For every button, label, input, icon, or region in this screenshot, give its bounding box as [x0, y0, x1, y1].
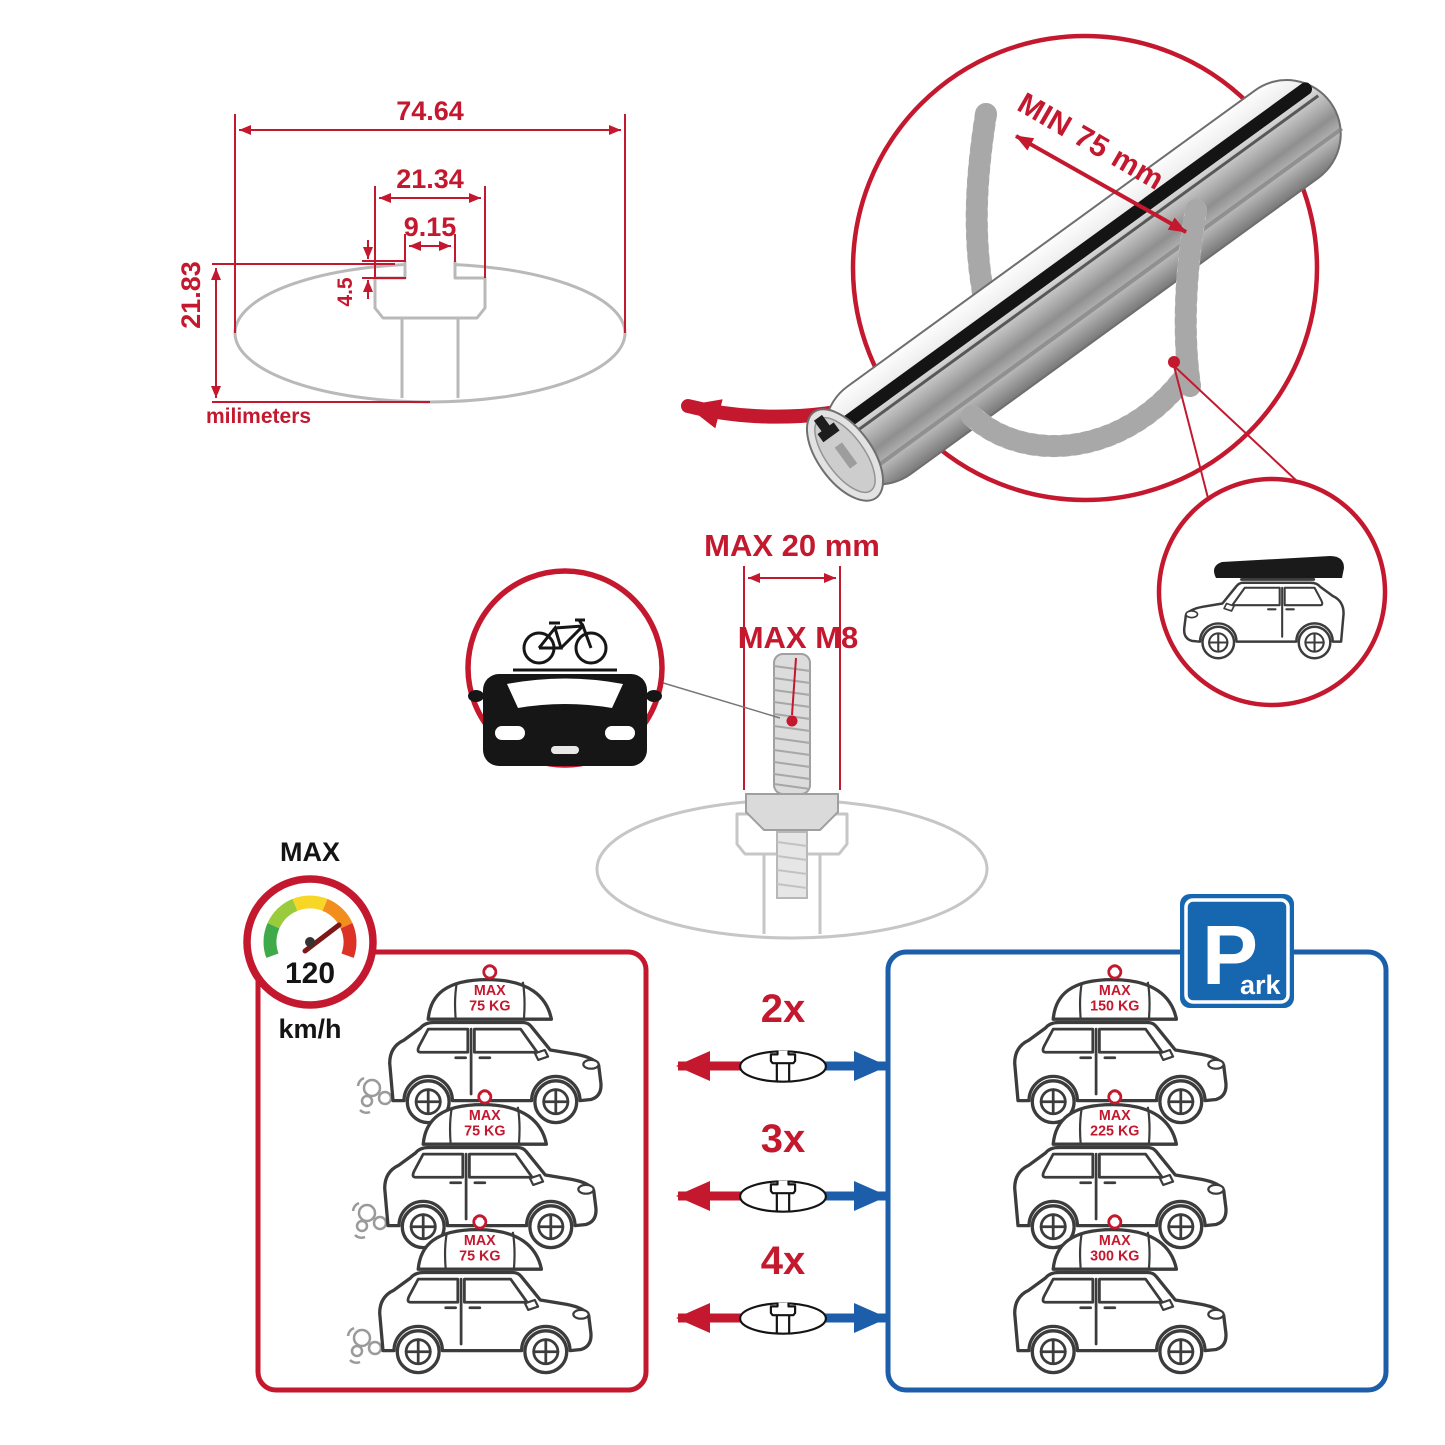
bolt-width-label: MAX 20 mm	[704, 528, 880, 563]
min-clamp-arrow	[1015, 134, 1187, 234]
bag-label-weight: 75 KG	[464, 1123, 505, 1139]
headlight-left	[495, 726, 525, 740]
suv-300kg: MAX 300 KG	[1012, 1213, 1228, 1375]
bag-label-weight: 300 KG	[1090, 1248, 1139, 1264]
suv-225kg: MAX 225 KG	[1012, 1088, 1228, 1250]
headlight-right	[605, 726, 635, 740]
bag-label-weight: 75 KG	[459, 1248, 500, 1264]
suv-75kg-3: MAX 75 KG	[377, 1213, 593, 1375]
bag-label-max: MAX	[1099, 983, 1131, 999]
speed-value: 120	[285, 957, 335, 990]
roof-box	[1214, 556, 1344, 578]
dim-channel-inner-label: 9.15	[404, 212, 457, 242]
park-sign-p: P	[1202, 908, 1258, 1002]
bag-label-max: MAX	[464, 1233, 496, 1249]
crossbar-profile-diagram: 74.64 21.34 9.15 4.5 21.83 milimeters	[176, 96, 627, 428]
profile-icon-row3	[738, 1301, 828, 1335]
bike-car-inset	[465, 568, 665, 768]
clamp-callout-dot	[1168, 356, 1180, 368]
bag-label-weight: 75 KG	[469, 998, 510, 1014]
bicycle-icon	[522, 618, 608, 665]
bike-inset-callout-line	[659, 681, 781, 719]
gauge-arc-segments	[263, 895, 357, 958]
clamp-hook-front	[961, 199, 1207, 457]
crossbar-photo-inset: MIN 75 mm	[681, 33, 1344, 503]
bag-label-max: MAX	[469, 1108, 501, 1124]
suv-75kg-1: MAX 75 KG	[387, 963, 603, 1125]
bag-label-max: MAX	[474, 983, 506, 999]
profile-icon-row2	[738, 1179, 828, 1213]
suv-75kg-2: MAX 75 KG	[382, 1088, 598, 1250]
car-front-silhouette	[468, 674, 662, 766]
bolt-dimension-lines	[743, 566, 841, 790]
bolt-t-head	[745, 793, 839, 831]
bolt-callout-dot	[786, 715, 798, 727]
multiplier-row2: 3x	[761, 1117, 806, 1161]
dim-total-width-label: 74.64	[396, 96, 464, 126]
right-panel-cars: MAX 150 KG MAX 225 KG MAX 300 KG	[1012, 963, 1228, 1375]
multiplier-row3: 4x	[761, 1239, 806, 1283]
speed-max-label: MAX	[280, 837, 340, 867]
bag-label-max: MAX	[1099, 1108, 1131, 1124]
bag-label-weight: 225 KG	[1090, 1123, 1139, 1139]
speed-limit-gauge: MAX 120 km/h	[243, 837, 377, 1044]
dim-lip-depth-label: 4.5	[334, 277, 357, 307]
bolt-diagram: MAX 20 mm MAX M8	[595, 528, 989, 940]
dimension-lines	[211, 114, 626, 403]
suv-150kg: MAX 150 KG	[1012, 963, 1228, 1125]
capacity-arrow-rows: 2x 3x 4x	[676, 987, 888, 1335]
bag-label-weight: 150 KG	[1090, 998, 1139, 1014]
speed-unit-label: km/h	[278, 1014, 341, 1044]
windshield	[507, 678, 623, 708]
crossbar-cross-section	[233, 259, 627, 404]
gauge-pivot	[305, 937, 315, 947]
rubber-strip	[823, 82, 1313, 441]
dim-total-height-label: 21.83	[176, 261, 206, 329]
aluminum-crossbar	[805, 79, 1344, 502]
bag-label-max: MAX	[1099, 1233, 1131, 1249]
left-panel-cars: MAX 75 KG MAX 75 KG MAX 75 KG	[346, 963, 603, 1375]
multiplier-row1: 2x	[761, 987, 806, 1031]
park-sign-ark: ark	[1240, 970, 1282, 1000]
units-label: milimeters	[206, 405, 311, 428]
profile-icon-row1	[738, 1049, 828, 1083]
parking-sign: P ark	[1180, 894, 1294, 1008]
dim-channel-outer-label: 21.34	[396, 164, 464, 194]
bolt-thread-label: MAX M8	[738, 620, 859, 655]
vehicle-inset-circle	[1156, 476, 1388, 708]
